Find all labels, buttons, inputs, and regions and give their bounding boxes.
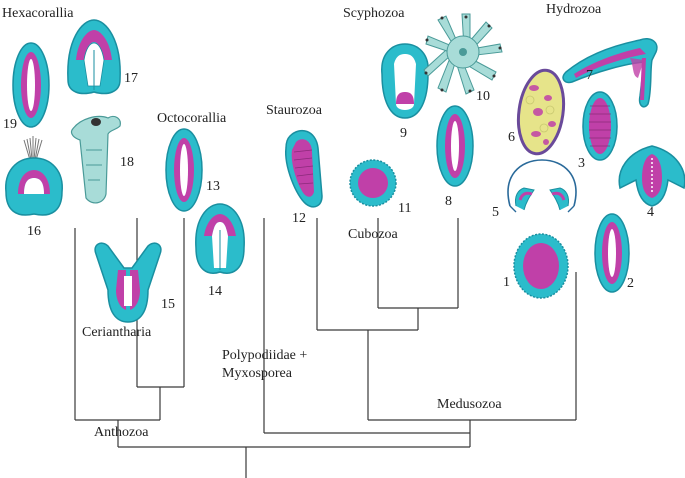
label-staurozoa: Staurozoa: [266, 103, 323, 118]
label-myxosporea: Myxosporea: [222, 366, 293, 381]
specimen-number-2: 2: [627, 276, 634, 291]
specimen-number-6: 6: [508, 130, 515, 145]
specimen-1-drawing: [513, 233, 569, 299]
label-polypodiidae: Polypodiidae +: [222, 348, 307, 363]
specimen-number-5: 5: [492, 205, 499, 220]
specimen-8-drawing: [436, 105, 474, 187]
phylogenetic-tree: [74, 218, 577, 478]
specimen-drawings: [5, 13, 685, 323]
specimen-7-drawing: [562, 38, 658, 108]
label-scyphozoa: Scyphozoa: [343, 6, 405, 21]
specimen-10-drawing: [423, 13, 503, 95]
specimen-19-drawing: [12, 42, 50, 128]
specimen-17-drawing: [67, 19, 121, 95]
label-hydrozoa: Hydrozoa: [546, 2, 602, 17]
specimen-number-14: 14: [208, 284, 222, 299]
specimen-number-7: 7: [586, 68, 593, 83]
specimen-15-drawing: [94, 242, 162, 323]
label-anthozoa: Anthozoa: [94, 425, 149, 440]
specimen-14-drawing: [195, 203, 245, 274]
specimen-number-8: 8: [445, 194, 452, 209]
specimen-number-19: 19: [3, 117, 17, 132]
specimen-number-1: 1: [503, 275, 510, 290]
specimen-11-drawing: [349, 159, 397, 207]
specimen-number-10: 10: [476, 89, 490, 104]
specimen-number-12: 12: [292, 211, 306, 226]
specimen-18-drawing: [70, 115, 121, 204]
specimen-number-4: 4: [647, 205, 654, 220]
label-ceriantharia: Ceriantharia: [82, 325, 152, 340]
specimen-2-drawing: [594, 213, 630, 293]
specimen-number-11: 11: [398, 201, 411, 216]
specimen-number-16: 16: [27, 224, 41, 239]
specimen-number-13: 13: [206, 179, 220, 194]
specimen-number-17: 17: [124, 71, 138, 86]
specimen-12-drawing: [285, 129, 323, 208]
clade-labels: Hexacorallia Octocorallia Ceriantharia A…: [2, 2, 602, 440]
specimen-number-9: 9: [400, 126, 407, 141]
label-hexacorallia: Hexacorallia: [2, 6, 74, 21]
specimen-5-drawing: [507, 159, 577, 213]
label-medusozoa: Medusozoa: [437, 397, 502, 412]
label-octocorallia: Octocorallia: [157, 111, 227, 126]
specimen-4-drawing: [618, 145, 685, 207]
specimen-13-drawing: [165, 128, 203, 212]
specimen-16-drawing: [5, 136, 63, 216]
specimen-numbers: 1 2 3 4 5 6 7 8 9 10 11 12 13 14 15 16 1…: [3, 68, 654, 312]
specimen-3-drawing: [582, 91, 618, 161]
specimen-number-18: 18: [120, 155, 134, 170]
specimen-number-3: 3: [578, 156, 585, 171]
label-cubozoa: Cubozoa: [348, 227, 399, 242]
specimen-number-15: 15: [161, 297, 175, 312]
specimen-6-drawing: [516, 68, 566, 156]
specimen-9-drawing: [381, 43, 429, 119]
